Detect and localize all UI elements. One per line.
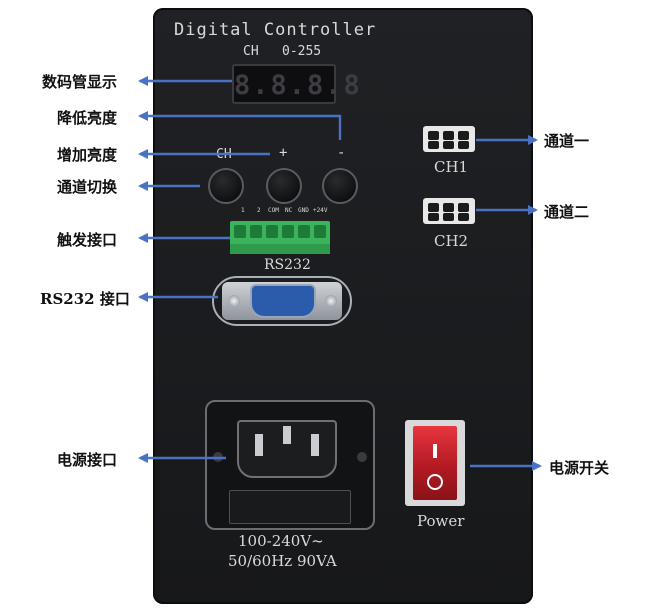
display-ch-label: CH (243, 44, 259, 59)
callout-increase-brightness: 增加亮度 (57, 146, 118, 164)
decrease-button[interactable] (322, 168, 358, 204)
power-switch[interactable] (405, 420, 465, 506)
callout-channel-switch: 通道切换 (57, 178, 118, 196)
callout-rs232-port: RS232 接口 (40, 290, 130, 308)
power-rating-line-1: 100-240V~ (238, 532, 324, 550)
power-socket (237, 420, 337, 478)
terminal-pin-24v: +24V (313, 207, 328, 214)
channel-1-port[interactable] (423, 126, 475, 152)
trigger-terminal-block[interactable] (230, 221, 330, 254)
rs232-outline (212, 276, 352, 326)
rs232-label: RS232 (264, 257, 311, 273)
channel-1-label: CH1 (434, 158, 469, 176)
power-rating-line-2: 50/60Hz 90VA (228, 552, 337, 570)
callout-decrease-brightness: 降低亮度 (57, 109, 118, 127)
terminal-pin-gnd: GND (298, 207, 309, 214)
panel-title: Digital Controller (174, 20, 377, 40)
power-inlet[interactable] (205, 400, 375, 530)
fuse-drawer (229, 490, 351, 524)
channel-button[interactable] (208, 168, 244, 204)
right-screw-icon (325, 295, 337, 307)
increase-button-label: + (279, 145, 288, 161)
power-rocker (413, 426, 457, 500)
switch-off-mark (427, 474, 443, 490)
rs232-port[interactable] (250, 284, 316, 318)
channel-2-label: CH2 (434, 232, 469, 250)
terminal-pin-1: 1 (241, 207, 245, 214)
switch-on-mark (433, 444, 437, 458)
display-range-label: 0-255 (282, 44, 322, 59)
left-screw-icon (228, 295, 240, 307)
callout-trigger-port: 触发接口 (57, 231, 118, 249)
callout-channel-two: 通道二 (544, 203, 590, 221)
callout-digital-display: 数码管显示 (42, 73, 118, 91)
terminal-pin-nc: NC (285, 207, 293, 214)
channel-2-port[interactable] (423, 198, 475, 224)
callout-power-switch: 电源开关 (549, 459, 610, 477)
terminal-pin-2: 2 (257, 207, 261, 214)
callout-power-port: 电源接口 (57, 451, 118, 469)
decrease-button-label: - (337, 145, 346, 161)
power-switch-label: Power (417, 512, 465, 530)
increase-button[interactable] (266, 168, 302, 204)
arrow-decrease-brightness (138, 111, 342, 140)
callout-channel-one: 通道一 (544, 132, 590, 150)
digital-display: 8.8.8.8 (232, 64, 360, 104)
terminal-pin-com: COM (268, 207, 279, 214)
